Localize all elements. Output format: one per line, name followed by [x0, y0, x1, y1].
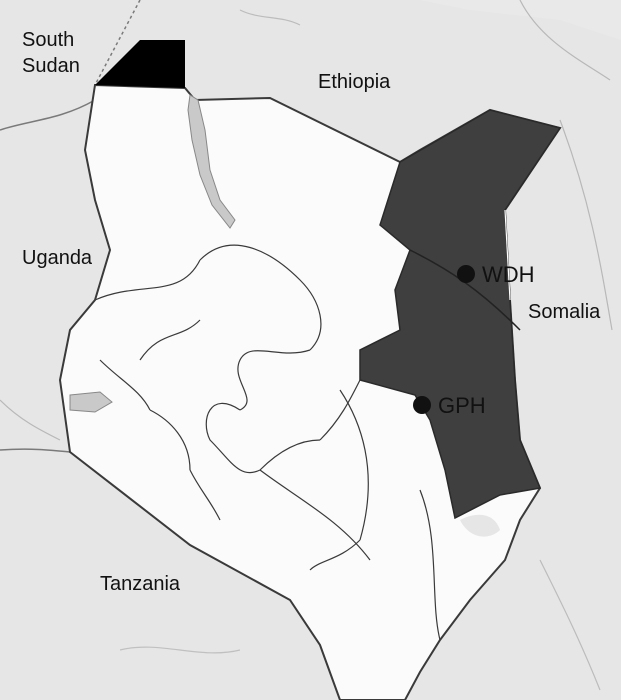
- site-label-wdh: WDH: [482, 262, 535, 287]
- faint-boundary: [0, 399, 61, 441]
- site-marker-wdh: [457, 265, 475, 283]
- faint-river: [119, 646, 241, 654]
- ilemi-triangle: [95, 40, 185, 88]
- coastal-shading: [460, 514, 500, 537]
- faint-boundary: [559, 119, 613, 331]
- faint-river: [539, 559, 601, 691]
- internal-boundary: [504, 209, 511, 301]
- neighbor-land-shading: [0, 0, 621, 40]
- county-boundaries: [94, 244, 441, 641]
- label-somalia: Somalia: [528, 301, 601, 323]
- site-marker-gph: [413, 396, 431, 414]
- lake-victoria: [69, 391, 113, 413]
- label-ethiopia: Ethiopia: [318, 71, 391, 93]
- label-tanzania: Tanzania: [100, 573, 181, 595]
- site-label-gph: GPH: [438, 393, 486, 418]
- lake-turkana: [187, 94, 236, 229]
- faint-river: [239, 9, 301, 26]
- faint-boundary: [519, 0, 611, 81]
- label-south-sudan-line1: South: [22, 29, 74, 51]
- neighbor-boundary: [0, 448, 71, 453]
- label-uganda: Uganda: [22, 247, 93, 269]
- disputed-boundary: [94, 0, 141, 86]
- neighbor-boundary: [0, 99, 96, 131]
- label-south-sudan-line2: Sudan: [22, 55, 80, 77]
